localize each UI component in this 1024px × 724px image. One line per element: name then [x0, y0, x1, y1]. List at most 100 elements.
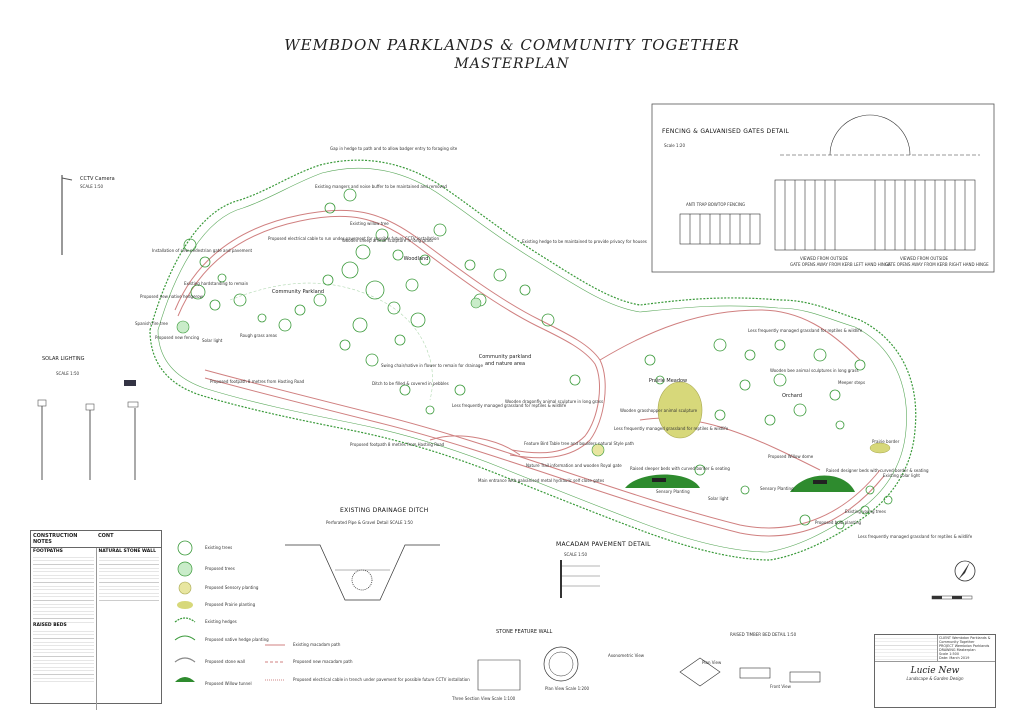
label-community-nature-2: and nature area: [485, 361, 525, 367]
svg-text:VIEWED FROM OUTSIDE: VIEWED FROM OUTSIDE: [900, 256, 949, 261]
svg-text:ANTI TRAP BOWTOP FENCING: ANTI TRAP BOWTOP FENCING: [686, 202, 745, 207]
svg-text:Spanish fire tree: Spanish fire tree: [135, 321, 168, 326]
svg-text:Existing macadam path: Existing macadam path: [293, 642, 341, 647]
trees: [183, 188, 893, 530]
label-woodland: Woodland: [404, 256, 429, 262]
notes-raised-beds-heading: RAISED BEDS: [33, 623, 67, 629]
svg-text:Solar light: Solar light: [708, 496, 729, 501]
svg-text:Existing young trees: Existing young trees: [845, 509, 886, 514]
fencing-detail-panel: FENCING & GALVANISED GATES DETAIL Scale …: [651, 103, 995, 273]
svg-text:Plan View Scale 1:200: Plan View Scale 1:200: [545, 686, 590, 691]
svg-text:Less frequently managed grassl: Less frequently managed grassland for re…: [452, 403, 567, 408]
date-value: Date: March 2019: [939, 656, 970, 660]
svg-text:Less frequently managed grassl: Less frequently managed grassland for re…: [614, 426, 729, 431]
notes-stone-wall-heading: NATURAL STONE WALL: [98, 549, 157, 554]
plan-subtitle: MASTERPLAN: [454, 56, 570, 72]
svg-text:Scale 1:20: Scale 1:20: [664, 143, 685, 148]
project-value: Wembdon Parklands: [954, 644, 990, 648]
notes-footpaths-heading: FOOTPATHS: [33, 549, 63, 554]
prairie-meadow-area: [657, 381, 703, 439]
svg-text:Wooden grasshopper animal scul: Wooden grasshopper animal sculpture: [620, 408, 698, 413]
svg-text:Proposed native hedge planting: Proposed native hedge planting: [205, 637, 269, 642]
site-boundary-inner: [157, 167, 907, 553]
svg-text:Less frequently managed grassl: Less frequently managed grassland for re…: [858, 534, 973, 539]
svg-text:Raised designer beds with curv: Raised designer beds with curved border …: [826, 468, 929, 473]
svg-text:GATE OPENS AWAY FROM KERB RIGH: GATE OPENS AWAY FROM KERB RIGHT HAND HIN…: [885, 262, 989, 267]
client-label: CLIENT: [939, 636, 952, 640]
svg-text:Proposed footpath 8 metres fro: Proposed footpath 8 metres from Hasting …: [210, 379, 305, 384]
prairie-border-area: [869, 442, 891, 454]
svg-text:SCALE 1:50: SCALE 1:50: [80, 184, 104, 189]
mown-route: [229, 282, 433, 401]
svg-text:Sensory Planting: Sensory Planting: [760, 486, 794, 491]
construction-notes-title: CONSTRUCTION NOTES: [33, 533, 78, 545]
svg-text:Swing chair/native in flower t: Swing chair/native in flower to remain f…: [381, 363, 483, 368]
stone-feature-wall-detail: STONE FEATURE WALL Three Section View Sc…: [451, 629, 821, 701]
svg-text:CCTV Camera: CCTV Camera: [80, 176, 115, 182]
svg-text:Installation of new pedestrian: Installation of new pedestrian gate and …: [152, 248, 253, 253]
svg-text:Less frequently managed grassl: Less frequently managed grassland for re…: [748, 328, 863, 333]
annotations: Gap in hedge to path and to allow badger…: [135, 146, 973, 539]
svg-text:Existing hardstanding to remai: Existing hardstanding to remain: [184, 281, 249, 286]
construction-notes-panel: CONSTRUCTION NOTES CONT FOOTPATHS RAISED…: [30, 530, 162, 710]
drainage-ditch-detail: EXISTING DRAINAGE DITCH Perforated Pipe …: [285, 507, 440, 601]
svg-text:Front View: Front View: [770, 684, 792, 689]
legend: Existing trees Proposed trees Proposed S…: [174, 540, 470, 686]
north-arrow-icon: [954, 560, 976, 582]
svg-text:Existing solar light: Existing solar light: [883, 473, 920, 478]
svg-text:Existing trees: Existing trees: [205, 545, 232, 550]
svg-text:Sensory Planting: Sensory Planting: [656, 489, 690, 494]
svg-text:Perforated Pipe & Gravel Detai: Perforated Pipe & Gravel Detail SCALE 1:…: [326, 520, 413, 525]
svg-text:Proposed new macadam path: Proposed new macadam path: [293, 659, 353, 664]
designer-logo-sub: Landscape & Garden Design: [906, 676, 964, 681]
solar-lighting-detail: SOLAR LIGHTING SCALE 1:50: [37, 356, 139, 480]
label-orchard: Orchard: [782, 393, 802, 399]
svg-text:Existing hedges: Existing hedges: [205, 619, 237, 624]
svg-text:EXISTING DRAINAGE DITCH: EXISTING DRAINAGE DITCH: [340, 507, 429, 514]
svg-text:Existing mangers and noise buf: Existing mangers and noise buffer to be …: [315, 184, 447, 189]
macadam-pavement-detail: MACADAM PAVEMENT DETAIL SCALE 1:50: [556, 541, 651, 598]
proposed-trees: [176, 297, 605, 457]
svg-text:Proposed electrical cable in t: Proposed electrical cable in trench unde…: [293, 677, 470, 682]
svg-text:SOLAR LIGHTING: SOLAR LIGHTING: [42, 356, 85, 362]
svg-text:Nature Trail information and w: Nature Trail information and wooden Roya…: [526, 463, 622, 468]
client-value: Wembdon Parklands & Community Together: [939, 636, 991, 644]
svg-text:Proposed stone wall: Proposed stone wall: [205, 659, 245, 664]
site-boundary-hedge: [149, 159, 917, 561]
svg-text:Ditch to be filled & covered i: Ditch to be filled & covered in pebbles: [372, 381, 449, 386]
svg-text:Existing willow tree: Existing willow tree: [350, 221, 389, 226]
svg-text:Proposed Sensory planting: Proposed Sensory planting: [205, 585, 259, 590]
scale-bar: [931, 595, 973, 600]
svg-text:GATE OPENS AWAY FROM KERB LEFT: GATE OPENS AWAY FROM KERB LEFT HAND HING…: [790, 262, 891, 267]
svg-text:FENCING & GALVANISED GATES DET: FENCING & GALVANISED GATES DETAIL: [662, 128, 790, 135]
svg-text:Existing hedge to be maintaine: Existing hedge to be maintained to provi…: [522, 239, 647, 244]
svg-text:Proposed electrical cable to r: Proposed electrical cable to run under p…: [268, 236, 439, 241]
svg-text:Proposed Willow dome: Proposed Willow dome: [768, 454, 814, 459]
svg-text:Meeper steps: Meeper steps: [838, 380, 865, 385]
svg-text:SCALE 1:50: SCALE 1:50: [56, 371, 80, 376]
svg-text:MACADAM PAVEMENT DETAIL: MACADAM PAVEMENT DETAIL: [556, 541, 651, 548]
svg-text:VIEWED FROM OUTSIDE: VIEWED FROM OUTSIDE: [800, 256, 849, 261]
svg-text:Plan View: Plan View: [702, 660, 722, 665]
svg-text:Proposed trees: Proposed trees: [205, 566, 235, 571]
svg-text:Three Section View Scale 1:100: Three Section View Scale 1:100: [451, 696, 516, 701]
svg-text:Feature Bird Table tree and bo: Feature Bird Table tree and boulders nat…: [524, 441, 634, 446]
svg-text:Solar light: Solar light: [202, 338, 223, 343]
svg-text:SCALE 1:50: SCALE 1:50: [564, 552, 588, 557]
svg-text:Axonometric View: Axonometric View: [608, 653, 645, 658]
svg-text:Main entrance with galvanised: Main entrance with galvanised metal hydr…: [478, 478, 604, 483]
label-community-parkland: Community Parkland: [272, 289, 324, 295]
title-block: CLIENT Wembdon Parklands & Community Tog…: [874, 634, 996, 708]
scale-value: Scale 1:500: [939, 652, 959, 656]
label-prairie-meadow: Prairie Meadow: [649, 378, 687, 384]
plan-title: WEMBDON PARKLANDS & COMMUNITY TOGETHER: [284, 36, 740, 54]
svg-text:Proposed Willow tunnel: Proposed Willow tunnel: [205, 681, 252, 686]
label-community-nature-1: Community parkland: [479, 354, 532, 360]
svg-text:Proposed new fencing: Proposed new fencing: [155, 335, 199, 340]
svg-text:Proposed new native hedgerow: Proposed new native hedgerow: [140, 294, 204, 299]
svg-text:Proposed footpath 8 metres fro: Proposed footpath 8 metres from Hasting …: [350, 442, 445, 447]
raised-bed-detail-title: RAISED TIMBER BED DETAIL 1:50: [730, 632, 797, 637]
svg-text:Wooden sheep animal sculpture: Wooden sheep animal sculpture in long gr…: [342, 238, 433, 243]
svg-text:Prairie border: Prairie border: [872, 439, 900, 444]
